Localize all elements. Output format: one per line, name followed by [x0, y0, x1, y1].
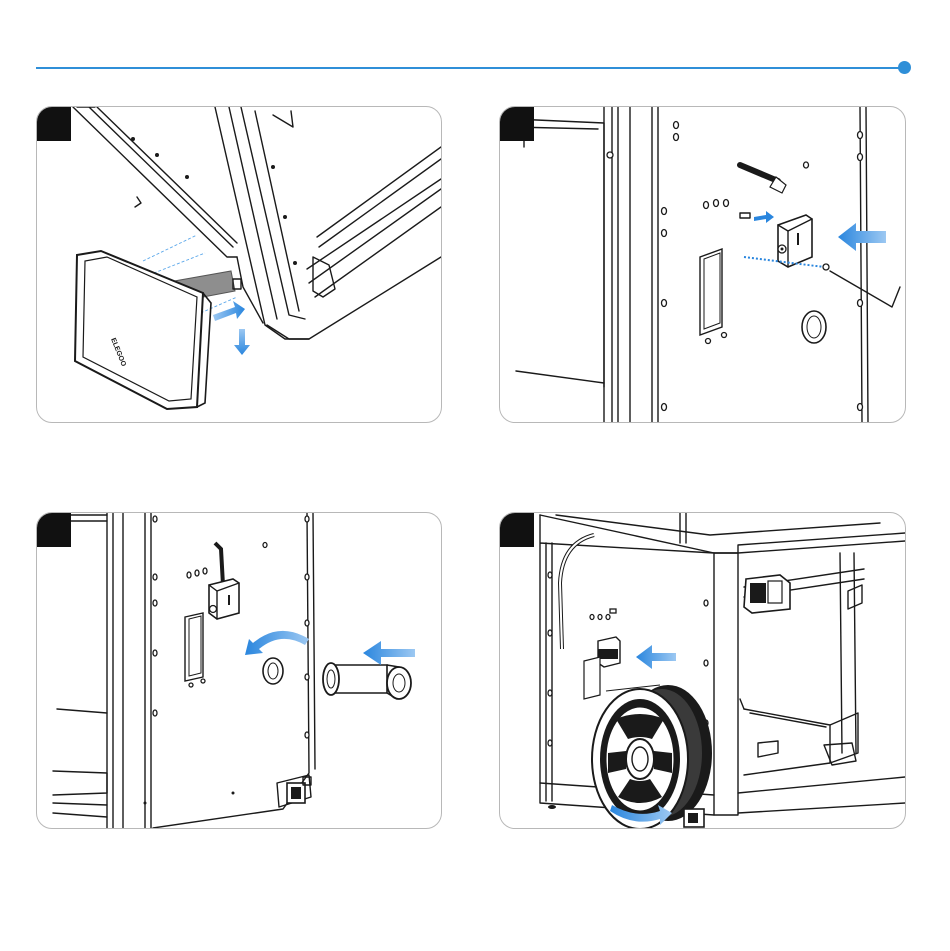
panel-cutout [700, 249, 727, 344]
filament-sensor [209, 543, 239, 619]
frame-screws [131, 137, 297, 265]
step-2-panel [499, 106, 906, 423]
panel-holes [153, 516, 309, 738]
callout-line [830, 271, 900, 307]
sensor-slot [740, 213, 750, 218]
small-arrow [754, 211, 774, 223]
spool-holder [323, 663, 411, 699]
blue-arrows [213, 301, 250, 355]
panel-cutout [584, 657, 600, 699]
insert-arrow [838, 223, 886, 251]
step-4-badge [500, 513, 534, 547]
step-3-panel [36, 512, 442, 829]
sensor-cable [740, 165, 786, 193]
insert-arrow [636, 645, 676, 669]
step-3-badge [37, 513, 71, 547]
insert-arrow [363, 641, 415, 665]
step-1-illustration: ELEGOO [37, 107, 441, 422]
step-4-panel [499, 512, 906, 829]
step-2-illustration [500, 107, 905, 422]
screw [823, 264, 829, 270]
panel-cutout [185, 613, 205, 687]
step-4-illustration [500, 513, 905, 828]
touch-screen: ELEGOO [75, 251, 211, 409]
step-1-panel: ELEGOO [36, 106, 442, 423]
step-2-badge [500, 107, 534, 141]
ptfe-tube [560, 535, 594, 649]
filament-spool [592, 685, 712, 828]
step-1-badge [37, 107, 71, 141]
printer-frame [514, 107, 868, 422]
step-3-illustration [37, 513, 441, 828]
filament-sensor [598, 637, 620, 667]
spool-holder-port [802, 311, 826, 343]
power-socket [684, 809, 704, 827]
power-socket [287, 777, 311, 803]
filament-sensor [778, 215, 812, 267]
header-rule [36, 67, 902, 69]
toolhead [744, 575, 790, 613]
rotate-arrow [245, 631, 309, 655]
spool-holder-port [263, 658, 283, 684]
header-rule-dot [898, 61, 911, 74]
